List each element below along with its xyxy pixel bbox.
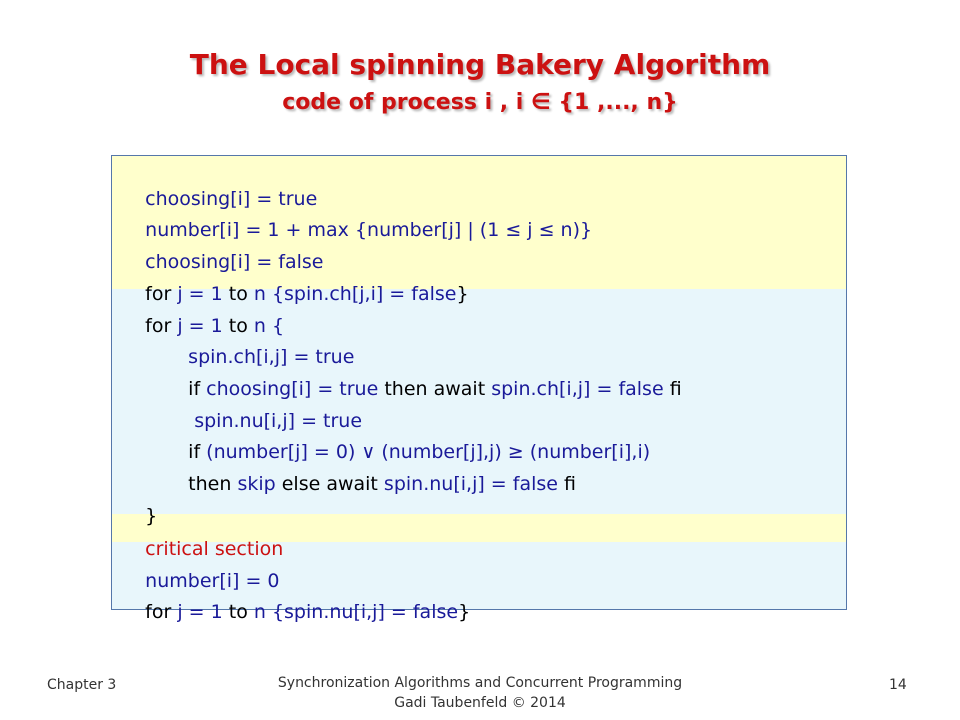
- code-line-10: then skip else await spin.nu[i,j] = fals…: [164, 451, 576, 517]
- code-text: spin.ch[i,j] = true: [188, 346, 355, 368]
- code-line-13: number[i] = 0: [121, 548, 280, 614]
- code-text: choosing[i] = false: [145, 251, 324, 273]
- code-keyword: for: [145, 315, 172, 337]
- footer-course: Synchronization Algorithms and Concurren…: [200, 673, 760, 713]
- code-keyword: if: [188, 441, 201, 463]
- code-keyword: then await: [384, 378, 486, 400]
- code-keyword: fi: [564, 473, 576, 495]
- code-line-3: choosing[i] = false: [121, 229, 324, 295]
- code-text: j = 1: [171, 601, 229, 623]
- code-text: choosing[i] = true: [145, 188, 318, 210]
- footer-page-number: 14: [889, 677, 907, 693]
- footer-author: Gadi Taubenfeld © 2014: [394, 695, 566, 711]
- code-keyword: fi: [669, 378, 682, 400]
- code-keyword: to: [228, 283, 248, 305]
- code-text: j = 1: [171, 283, 229, 305]
- doorway-band: [112, 156, 846, 289]
- footer-chapter: Chapter 3: [47, 677, 117, 693]
- slide-title: The Local spinning Bakery Algorithm: [189, 48, 771, 81]
- code-box: choosing[i] = true number[i] = 1 + max {…: [111, 155, 847, 623]
- code-line-2: number[i] = 1 + max {number[j] | (1 ≤ j …: [121, 197, 592, 263]
- code-line-11: }: [121, 483, 157, 549]
- code-text: n {: [247, 315, 285, 337]
- waiting-band: [112, 289, 846, 514]
- code-keyword: for: [145, 601, 172, 623]
- code-text: number[i] = 1 + max {number[j] | (1 ≤ j …: [145, 219, 593, 241]
- code-line-8: spin.nu[i,j] = true: [164, 388, 362, 454]
- code-text: (number[j] = 0) ∨ (number[j],j) ≥ (numbe…: [200, 441, 651, 463]
- critical-section-band: [112, 514, 846, 542]
- code-text: spin.nu[i,j] = true: [188, 410, 363, 432]
- code-text: choosing[i] = true: [200, 378, 385, 400]
- code-keyword: else await: [281, 473, 378, 495]
- code-keyword: }: [458, 601, 471, 623]
- code-keyword: }: [456, 283, 469, 305]
- code-keyword: to: [228, 315, 248, 337]
- code-line-4: for j = 1 to n {spin.ch[j,i] = false}: [121, 261, 469, 327]
- code-text: skip: [231, 473, 282, 495]
- code-keyword: then: [188, 473, 232, 495]
- code-line-7: if choosing[i] = true then await spin.ch…: [164, 356, 682, 422]
- code-line-5: for j = 1 to n {: [121, 293, 284, 359]
- code-line-6: spin.ch[i,j] = true: [164, 324, 354, 390]
- code-line-12: critical section: [121, 516, 283, 582]
- code-line-14: for j = 1 to n {spin.nu[i,j] = false}: [121, 579, 470, 645]
- critical-section-label: critical section: [145, 538, 284, 560]
- code-keyword: for: [145, 283, 172, 305]
- exit-band: [112, 542, 846, 609]
- slide-subtitle: code of process i , i ∈ {1 ,..., n}: [282, 90, 678, 115]
- code-text: j = 1: [171, 315, 229, 337]
- code-keyword: }: [145, 505, 158, 527]
- code-line-9: if (number[j] = 0) ∨ (number[j],j) ≥ (nu…: [164, 419, 650, 485]
- code-text: spin.ch[i,j] = false: [485, 378, 670, 400]
- footer-course-title: Synchronization Algorithms and Concurren…: [277, 675, 683, 691]
- code-line-1: choosing[i] = true: [121, 166, 317, 232]
- code-text: spin.nu[i,j] = false: [377, 473, 564, 495]
- code-text: number[i] = 0: [145, 570, 280, 592]
- code-text: n {spin.nu[i,j] = false: [247, 601, 459, 623]
- code-keyword: if: [188, 378, 201, 400]
- code-keyword: to: [228, 601, 248, 623]
- code-text: n {spin.ch[j,i] = false: [247, 283, 457, 305]
